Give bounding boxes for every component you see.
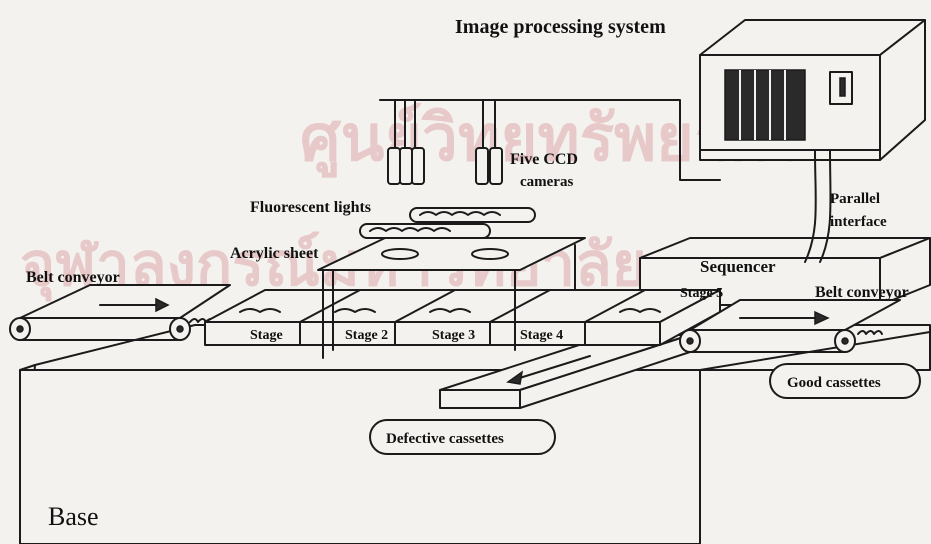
label-stage-2: Stage 2 — [345, 328, 388, 343]
label-fluorescent-lights: Fluorescent lights — [250, 199, 371, 216]
label-defective-cassettes: Defective cassettes — [386, 431, 504, 447]
label-ccd-cameras-line2: cameras — [520, 174, 573, 190]
label-image-processing-system: Image processing system — [455, 16, 666, 38]
label-parallel-interface-line2: interface — [830, 214, 887, 230]
label-belt-conveyor-right: Belt conveyor — [815, 284, 909, 301]
label-sequencer: Sequencer — [700, 257, 776, 276]
label-stage-1: Stage — [250, 328, 283, 343]
label-acrylic-sheet: Acrylic sheet — [230, 245, 319, 262]
label-belt-conveyor-left: Belt conveyor — [26, 269, 120, 286]
label-base: Base — [48, 502, 99, 531]
label-ccd-cameras-line1: Five CCD — [510, 151, 578, 168]
label-stage-4: Stage 4 — [520, 328, 563, 343]
label-good-cassettes: Good cassettes — [787, 375, 881, 391]
label-parallel-interface-line1: Parallel — [830, 191, 880, 207]
label-stage-3: Stage 3 — [432, 328, 475, 343]
label-stage-5: Stage 5 — [680, 286, 723, 301]
image-processing-system-box — [700, 20, 925, 160]
